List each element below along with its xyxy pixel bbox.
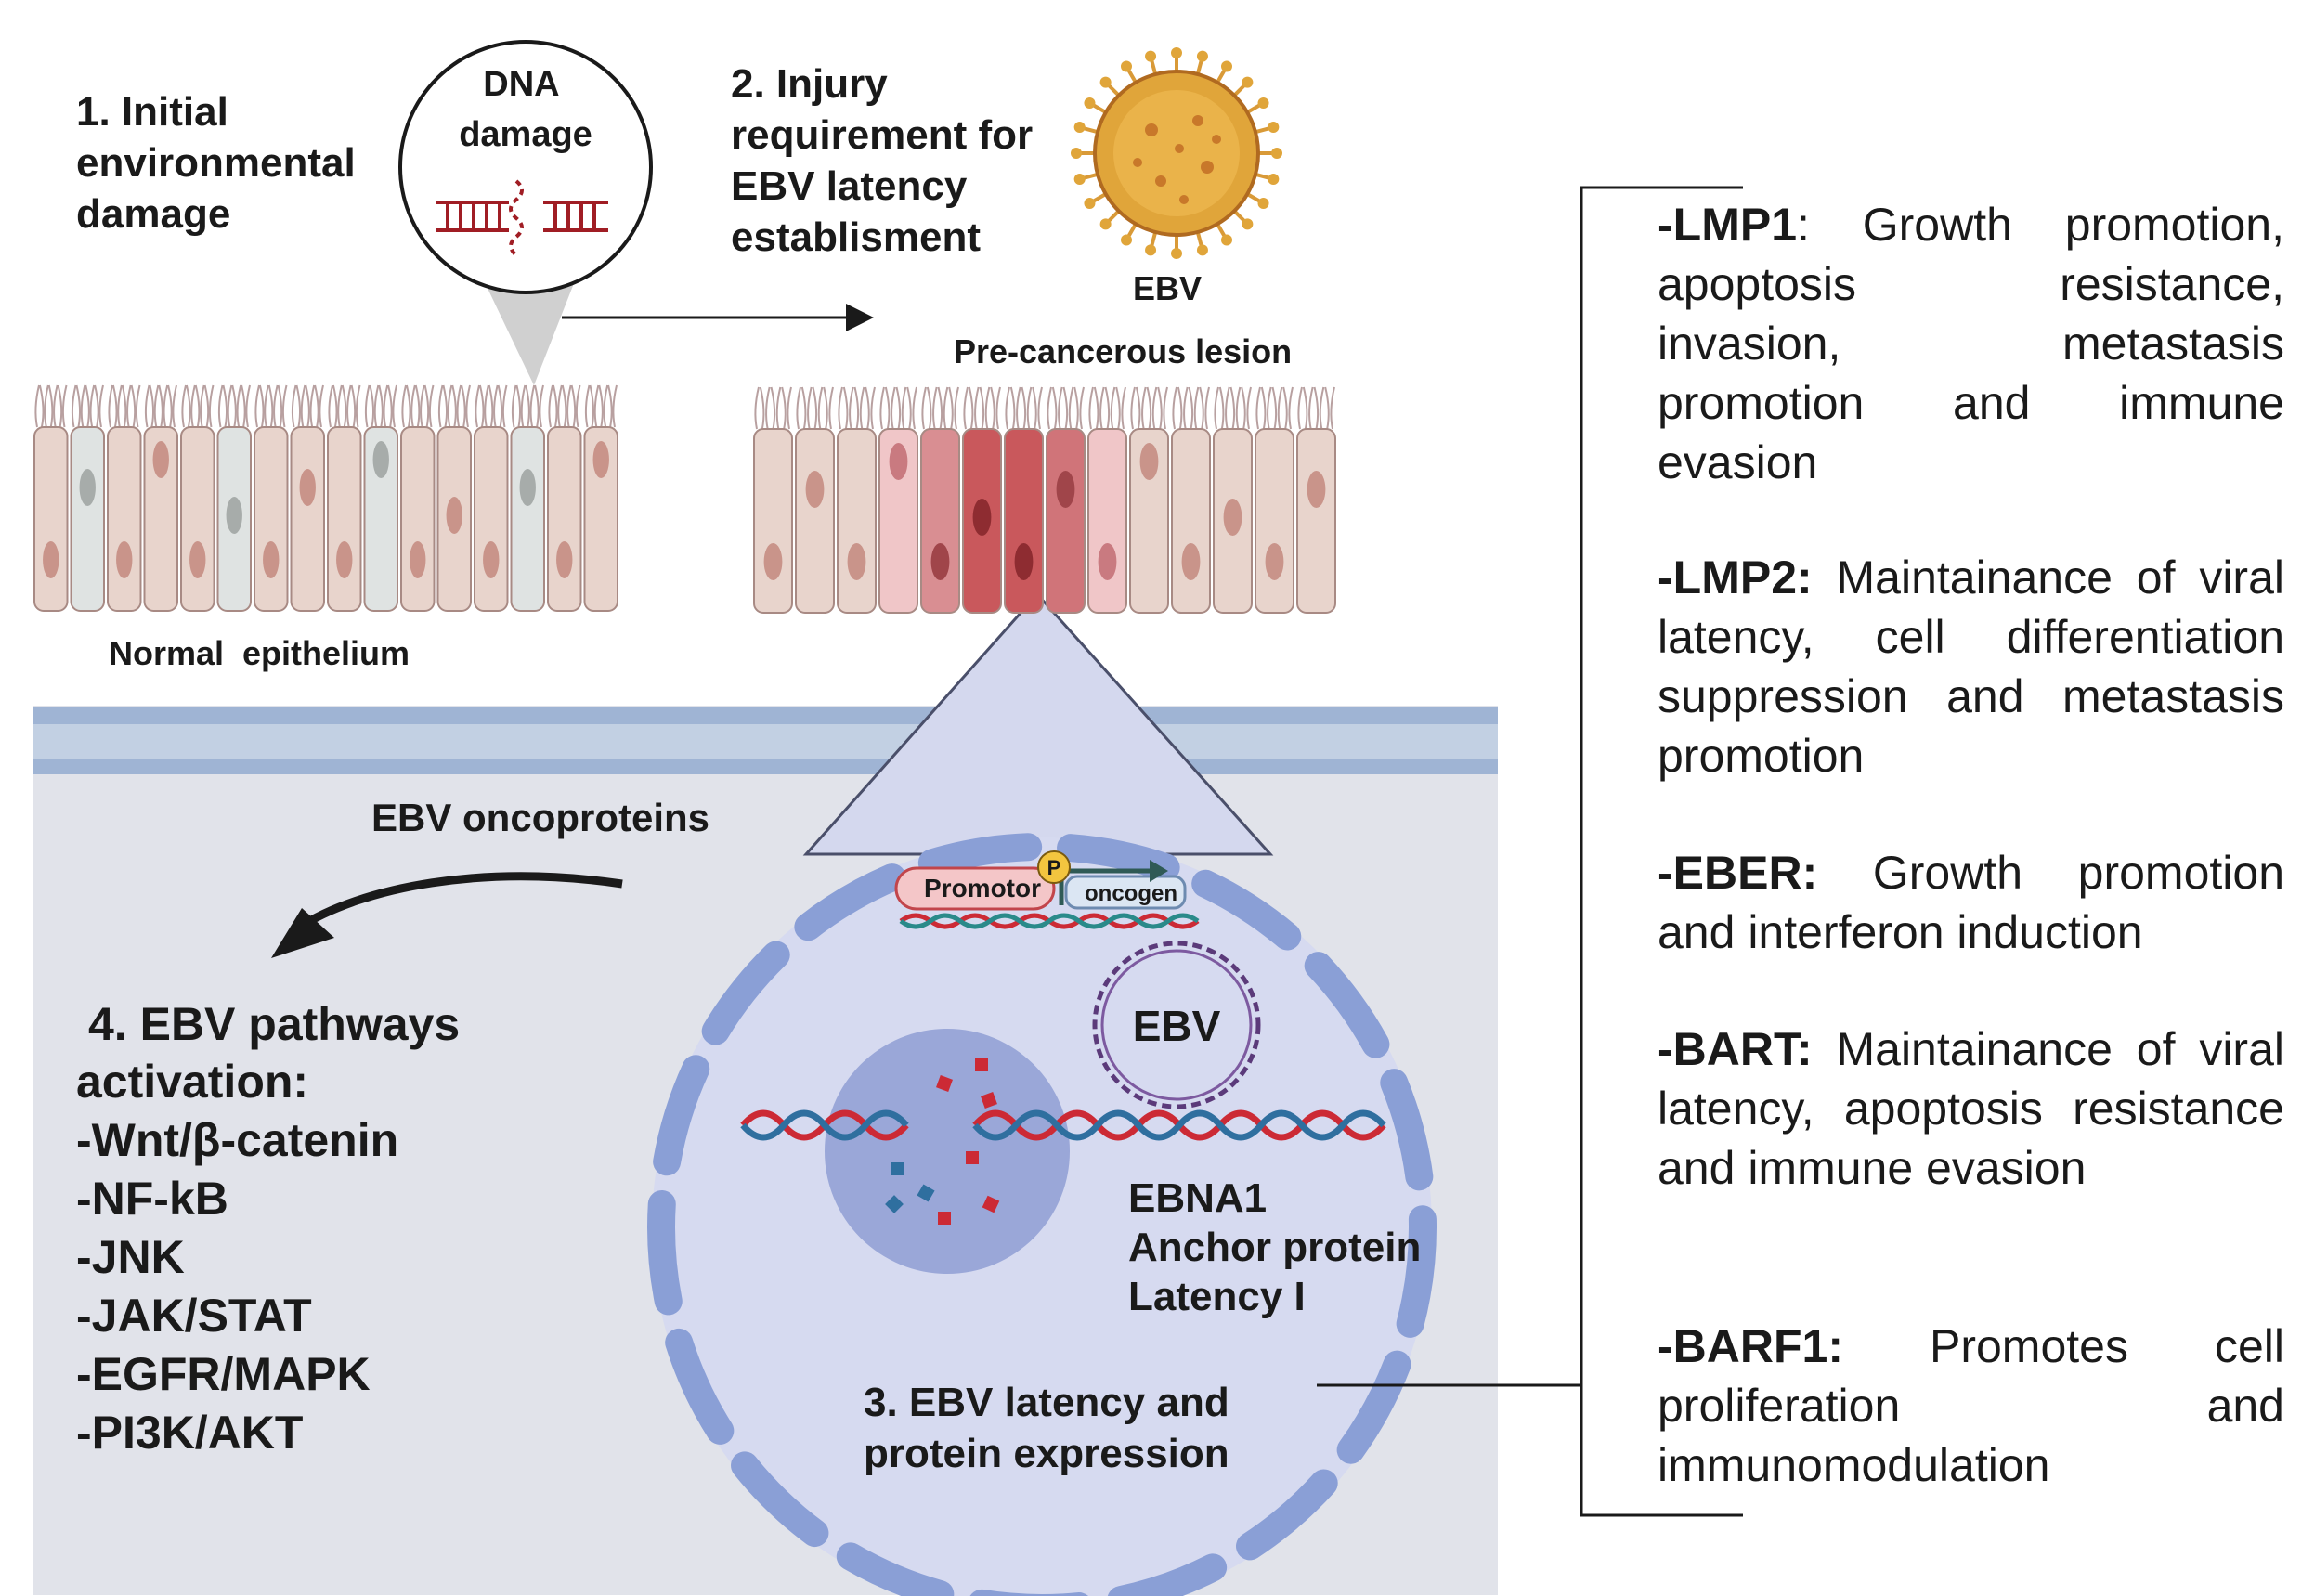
dna-damage-text: DNA damage	[459, 65, 592, 154]
zoom-cone	[483, 279, 576, 385]
epithelial-cell	[143, 426, 178, 612]
epithelial-cell	[1046, 428, 1086, 614]
dna-damage-icon	[436, 179, 608, 257]
oncoproteins-arrowhead	[271, 908, 334, 958]
transcription-arrowhead	[1150, 860, 1168, 882]
oncoproteins-arrow	[294, 872, 623, 932]
epithelial-cell	[180, 426, 215, 612]
epithelial-cell	[363, 426, 398, 612]
epithelial-cell	[327, 426, 362, 612]
oncogen-box	[1064, 875, 1187, 910]
oncoproteins-label: EBV oncoproteins	[371, 796, 709, 839]
epithelial-cell	[878, 428, 918, 614]
protein-lmp1: -LMP1: Growth promotion, apoptosis resis…	[1658, 195, 2284, 492]
epithelial-cell	[1171, 428, 1211, 614]
protein-name: -BARF1:	[1658, 1320, 1843, 1372]
ebna1-text: EBNA1 Anchor protein Latency I	[1128, 1175, 1433, 1319]
dna-fragments	[885, 1058, 1000, 1225]
epithelial-cell	[547, 426, 582, 612]
epithelial-cell	[290, 426, 325, 612]
protein-desc: Growth promotion and interferon inductio…	[1658, 847, 2284, 958]
step2-title: 2. Injury requirement for EBV latency es…	[731, 61, 1044, 260]
protein-barf1: -BARF1: Promotes cell proliferation and …	[1658, 1317, 2284, 1495]
protein-bracket	[1580, 186, 1743, 1517]
pathway-item: -Wnt/β-catenin	[76, 1114, 398, 1166]
epithelial-cell	[1087, 428, 1127, 614]
phosphate-circle	[1037, 850, 1071, 884]
virus-label: EBV	[1133, 269, 1202, 307]
epithelial-cell	[837, 428, 877, 614]
ebv-episome	[1092, 941, 1261, 1109]
dna-strand-blue	[740, 1109, 1386, 1141]
epithelial-cell	[33, 426, 69, 612]
epithelial-cell	[1004, 428, 1044, 614]
epithelial-cell	[510, 426, 545, 612]
ebv-episome-inner	[1100, 949, 1253, 1101]
promotor-label: Promotor	[924, 874, 1041, 902]
protein-name: -EBER:	[1658, 847, 1818, 899]
protein-bart: -BART: Maintainance of viral latency, ap…	[1658, 1019, 2284, 1198]
epithelial-cell	[70, 426, 105, 612]
protein-desc: Maintainance of viral latency, apoptosis…	[1658, 1023, 2284, 1194]
protein-eber: -EBER: Growth promotion and interferon i…	[1658, 843, 2284, 962]
lesion-label: Pre-cancerous lesion	[954, 332, 1292, 370]
epithelial-cell	[753, 428, 793, 614]
pathway-item: -EGFR/MAPK	[76, 1348, 371, 1400]
pathway-list: -Wnt/β-catenin -NF-kB -JNK -JAK/STAT -EG…	[76, 1114, 411, 1459]
normal-epithelium-label: Normal epithelium	[109, 634, 410, 672]
nuclear-envelope	[647, 833, 1437, 1596]
protein-desc: Maintainance of viral latency, cell diff…	[1658, 551, 2284, 782]
episome-label: EBV	[1133, 1002, 1221, 1050]
epithelial-cell	[474, 426, 509, 612]
pathway-item: -PI3K/AKT	[76, 1407, 303, 1459]
promotor-box	[894, 866, 1056, 911]
epithelial-cell	[1129, 428, 1169, 614]
protein-name: -BART:	[1658, 1023, 1813, 1075]
normal-epithelium	[33, 384, 618, 612]
ebv-virus-icon	[1071, 47, 1282, 259]
nucleolus	[825, 1029, 1070, 1274]
membrane-band-inner	[33, 724, 1498, 759]
phosphate-label: P	[1047, 856, 1061, 879]
pathway-item: -NF-kB	[76, 1173, 228, 1225]
step4-title: 4. EBV pathways activation:	[76, 998, 473, 1108]
protein-name: -LMP1	[1658, 199, 1797, 251]
pathway-item: -JAK/STAT	[76, 1290, 312, 1342]
promoter-dna-teal	[899, 913, 1200, 929]
protein-lmp2: -LMP2: Maintainance of viral latency, ce…	[1658, 548, 2284, 785]
epithelial-cell	[795, 428, 835, 614]
membrane-band	[33, 707, 1498, 724]
precancerous-epithelium	[753, 386, 1336, 614]
epithelial-cell	[254, 426, 289, 612]
protein-desc: Promotes cell proliferation and immunomo…	[1658, 1320, 2284, 1491]
pathway-item: -JNK	[76, 1231, 185, 1283]
membrane-band-lower	[33, 759, 1498, 774]
epithelial-cell	[107, 426, 142, 612]
epithelial-cell	[583, 426, 618, 612]
step1-title: 1. Initial environmental damage	[76, 89, 367, 237]
protein-name: -LMP2:	[1658, 551, 1813, 603]
protein-desc: : Growth promotion, apoptosis resistance…	[1658, 199, 2284, 488]
step3-title: 3. EBV latency and protein expression	[864, 1380, 1241, 1476]
epithelial-cell	[920, 428, 960, 614]
epithelial-cell	[1296, 428, 1336, 614]
epithelial-cell	[1255, 428, 1294, 614]
oncogen-label: oncogen	[1085, 881, 1177, 906]
epithelial-cell	[400, 426, 436, 612]
